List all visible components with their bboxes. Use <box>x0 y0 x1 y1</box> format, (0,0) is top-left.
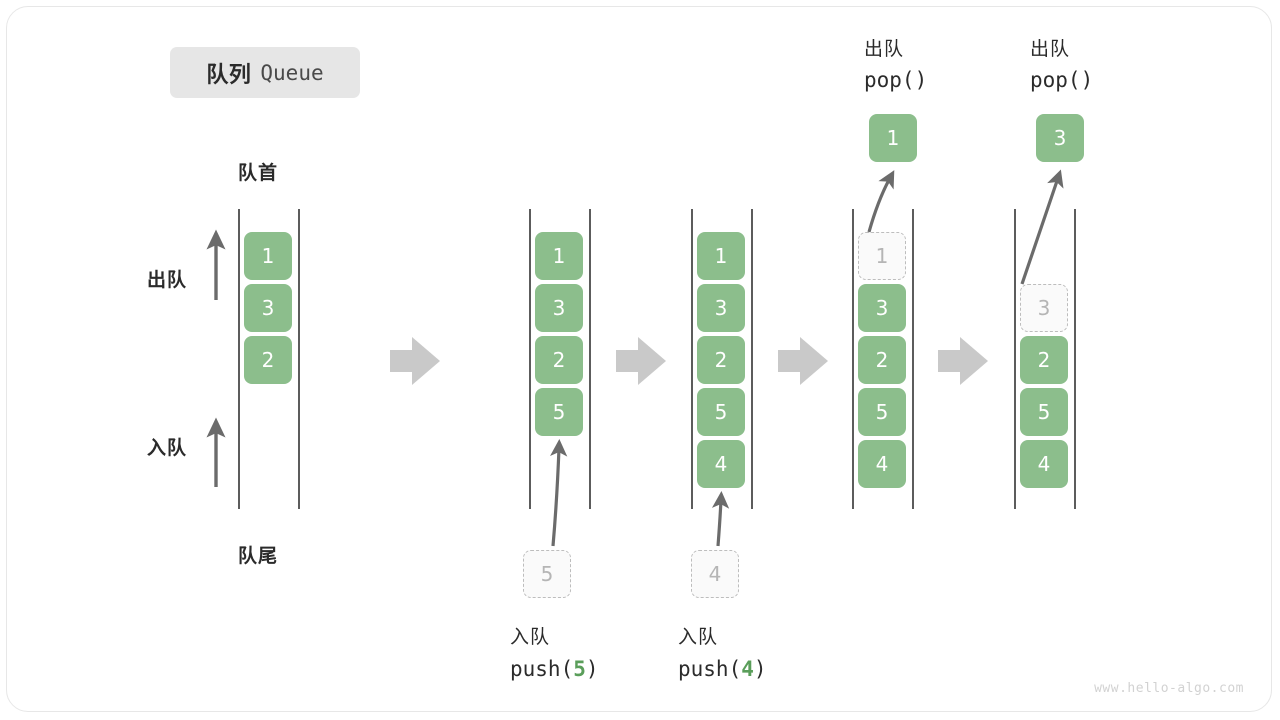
queue-rail-left-1 <box>238 209 240 509</box>
queue-rail-right-2 <box>589 209 591 509</box>
queue-element: 2 <box>1020 336 1068 384</box>
queue-head-label: 队首 <box>238 162 279 184</box>
queue-element-new: 4 <box>697 440 745 488</box>
queue-element-new: 5 <box>535 388 583 436</box>
pop-1-label-code: pop() <box>864 68 928 92</box>
queue-element: 3 <box>858 284 906 332</box>
queue-element: 5 <box>1020 388 1068 436</box>
queue-element: 5 <box>697 388 745 436</box>
queue-rail-left-4 <box>852 209 854 509</box>
push-4-label-cn: 入队 <box>678 626 719 648</box>
queue-element: 2 <box>244 336 292 384</box>
queue-element-ghost: 1 <box>858 232 906 280</box>
title-badge: 队列 Queue <box>170 47 360 98</box>
push-4-label-code: push(4) <box>678 657 767 681</box>
popped-element: 3 <box>1036 114 1084 162</box>
pop-2-label-cn: 出队 <box>1030 38 1071 60</box>
queue-element: 1 <box>535 232 583 280</box>
push-4-code-prefix: push( <box>678 657 742 681</box>
queue-tail-label: 队尾 <box>238 545 279 567</box>
queue-rail-right-5 <box>1074 209 1076 509</box>
queue-rail-right-4 <box>912 209 914 509</box>
queue-element: 1 <box>697 232 745 280</box>
popped-element: 1 <box>869 114 917 162</box>
queue-element-ghost: 3 <box>1020 284 1068 332</box>
queue-rail-left-2 <box>529 209 531 509</box>
push-4-code-suffix: ) <box>753 657 767 681</box>
enqueue-side-label: 入队 <box>147 437 188 459</box>
queue-element: 3 <box>535 284 583 332</box>
push-5-code-suffix: ) <box>585 657 599 681</box>
queue-element: 1 <box>244 232 292 280</box>
push-5-code-arg: 5 <box>573 657 586 681</box>
watermark: www.hello-algo.com <box>1094 681 1244 696</box>
queue-element: 3 <box>697 284 745 332</box>
diagram-card <box>6 6 1272 712</box>
queue-element: 2 <box>858 336 906 384</box>
queue-element: 2 <box>697 336 745 384</box>
push-4-code-arg: 4 <box>741 657 754 681</box>
queue-element: 2 <box>535 336 583 384</box>
push-5-code-prefix: push( <box>510 657 574 681</box>
title-chinese: 队列 <box>206 62 252 88</box>
queue-element: 5 <box>858 388 906 436</box>
queue-element: 4 <box>858 440 906 488</box>
dequeue-side-label: 出队 <box>147 269 188 291</box>
queue-element-ghost: 4 <box>691 550 739 598</box>
queue-element: 4 <box>1020 440 1068 488</box>
queue-element-ghost: 5 <box>523 550 571 598</box>
title-english: Queue <box>260 60 324 85</box>
queue-rail-left-5 <box>1014 209 1016 509</box>
queue-rail-left-3 <box>691 209 693 509</box>
pop-2-label-code: pop() <box>1030 68 1094 92</box>
queue-rail-right-1 <box>298 209 300 509</box>
push-5-label-code: push(5) <box>510 657 599 681</box>
pop-1-label-cn: 出队 <box>864 38 905 60</box>
push-5-label-cn: 入队 <box>510 626 551 648</box>
queue-element: 3 <box>244 284 292 332</box>
queue-rail-right-3 <box>751 209 753 509</box>
